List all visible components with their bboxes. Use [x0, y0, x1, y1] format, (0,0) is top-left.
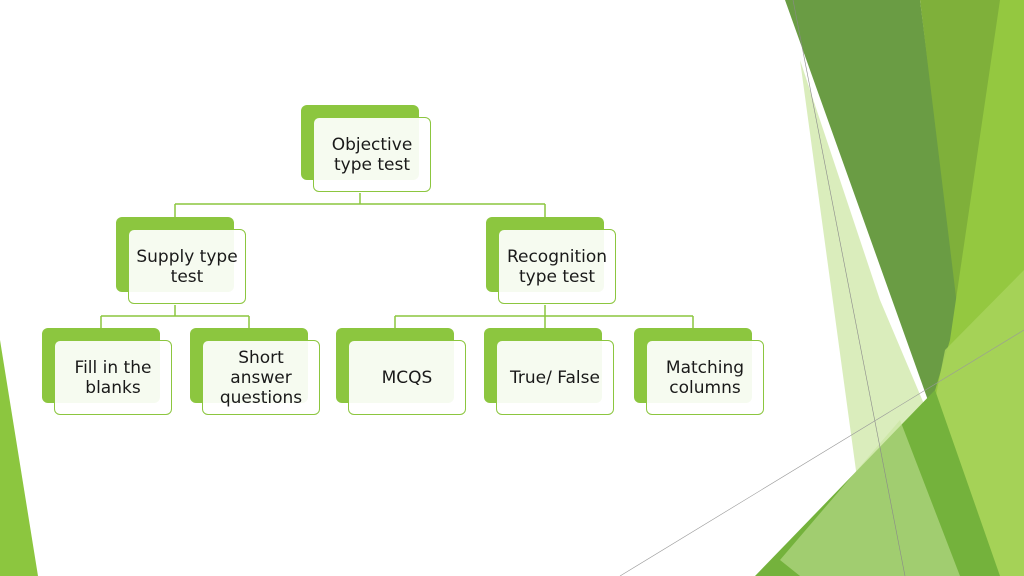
right-decor-thin-line-2 — [619, 329, 1024, 576]
node-box: True/ False — [496, 340, 614, 415]
node-box: Matching columns — [646, 340, 764, 415]
node-box: Short answer questions — [202, 340, 320, 415]
node-box: Objective type test — [313, 117, 431, 192]
node-objective-type-test: Objective type test — [301, 105, 431, 192]
right-decor-pale-shape — [800, 60, 935, 500]
right-decor-bottom-light-shape — [780, 420, 960, 576]
connector-supply-to-children — [100, 305, 250, 328]
node-mcqs: MCQS — [336, 328, 466, 415]
node-true-false: True/ False — [484, 328, 614, 415]
node-box: Fill in the blanks — [54, 340, 172, 415]
node-matching-columns: Matching columns — [634, 328, 764, 415]
right-decor-thin-line-1 — [792, 0, 906, 576]
node-short-answer-questions: Short answer questions — [190, 328, 320, 415]
node-label: Supply type test — [136, 246, 238, 287]
node-label: Objective type test — [331, 134, 413, 175]
node-box: MCQS — [348, 340, 466, 415]
connector-root-to-level1 — [174, 193, 546, 217]
node-fill-in-the-blanks: Fill in the blanks — [42, 328, 172, 415]
node-label: Matching columns — [665, 357, 745, 398]
right-decor-dark-shape — [785, 0, 962, 420]
node-box: Supply type test — [128, 229, 246, 304]
node-label: Recognition type test — [506, 246, 608, 287]
node-label: Fill in the blanks — [74, 357, 152, 398]
left-edge-accent — [0, 340, 38, 576]
connector-recognition-to-children — [394, 305, 694, 328]
node-box: Recognition type test — [498, 229, 616, 304]
node-label: Short answer questions — [219, 347, 303, 408]
node-label: MCQS — [381, 367, 433, 388]
node-supply-type-test: Supply type test — [116, 217, 246, 304]
node-recognition-type-test: Recognition type test — [486, 217, 616, 304]
node-label: True/ False — [510, 367, 600, 388]
